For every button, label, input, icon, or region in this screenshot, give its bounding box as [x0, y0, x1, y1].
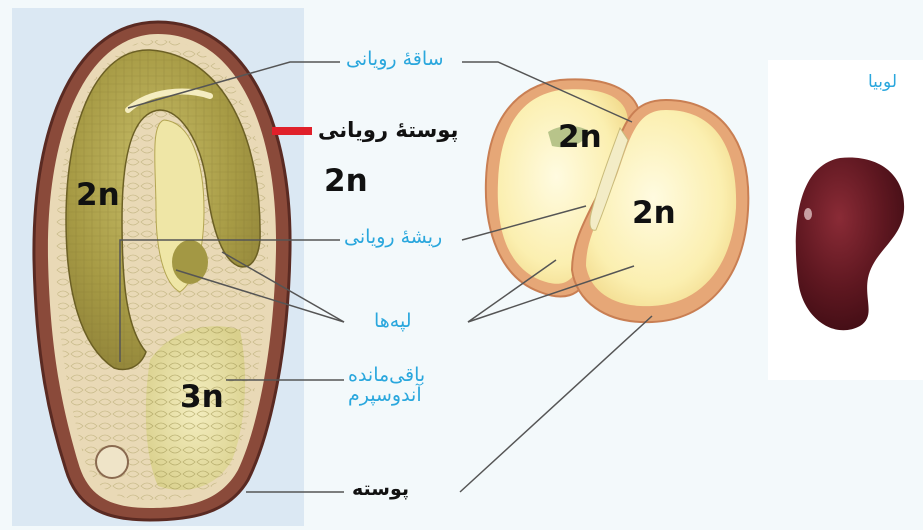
label-embryo-stem: ساقهٔ رویانی — [346, 50, 444, 69]
embryo-coat-marker — [272, 127, 312, 135]
ploidy-corn-coat: 2n — [324, 166, 368, 197]
label-remaining-endosperm-line1: باقی‌مانده — [348, 366, 420, 386]
bean-hilum — [804, 208, 812, 220]
corn-base-cell — [96, 446, 128, 478]
ploidy-bean-right-half: 2n — [632, 198, 676, 229]
label-cotyledons: لپه‌ها — [374, 312, 412, 331]
label-remaining-endosperm: باقی‌مانده آندوسپرم — [348, 366, 420, 406]
ploidy-corn-endosperm: 3n — [180, 382, 224, 413]
label-seed-coat: پوسته — [352, 480, 409, 499]
label-embryo-coat: پوستهٔ رویانی — [318, 120, 458, 141]
ploidy-bean-left-half: 2n — [558, 122, 602, 153]
ploidy-corn-embryo: 2n — [76, 180, 120, 211]
leader-seed-coat-bean — [460, 316, 652, 492]
label-embryo-root: ریشهٔ رویانی — [344, 228, 442, 247]
label-bean: لوبیا — [868, 74, 897, 91]
label-remaining-endosperm-line2: آندوسپرم — [348, 386, 420, 406]
corn-radicle — [172, 240, 208, 284]
